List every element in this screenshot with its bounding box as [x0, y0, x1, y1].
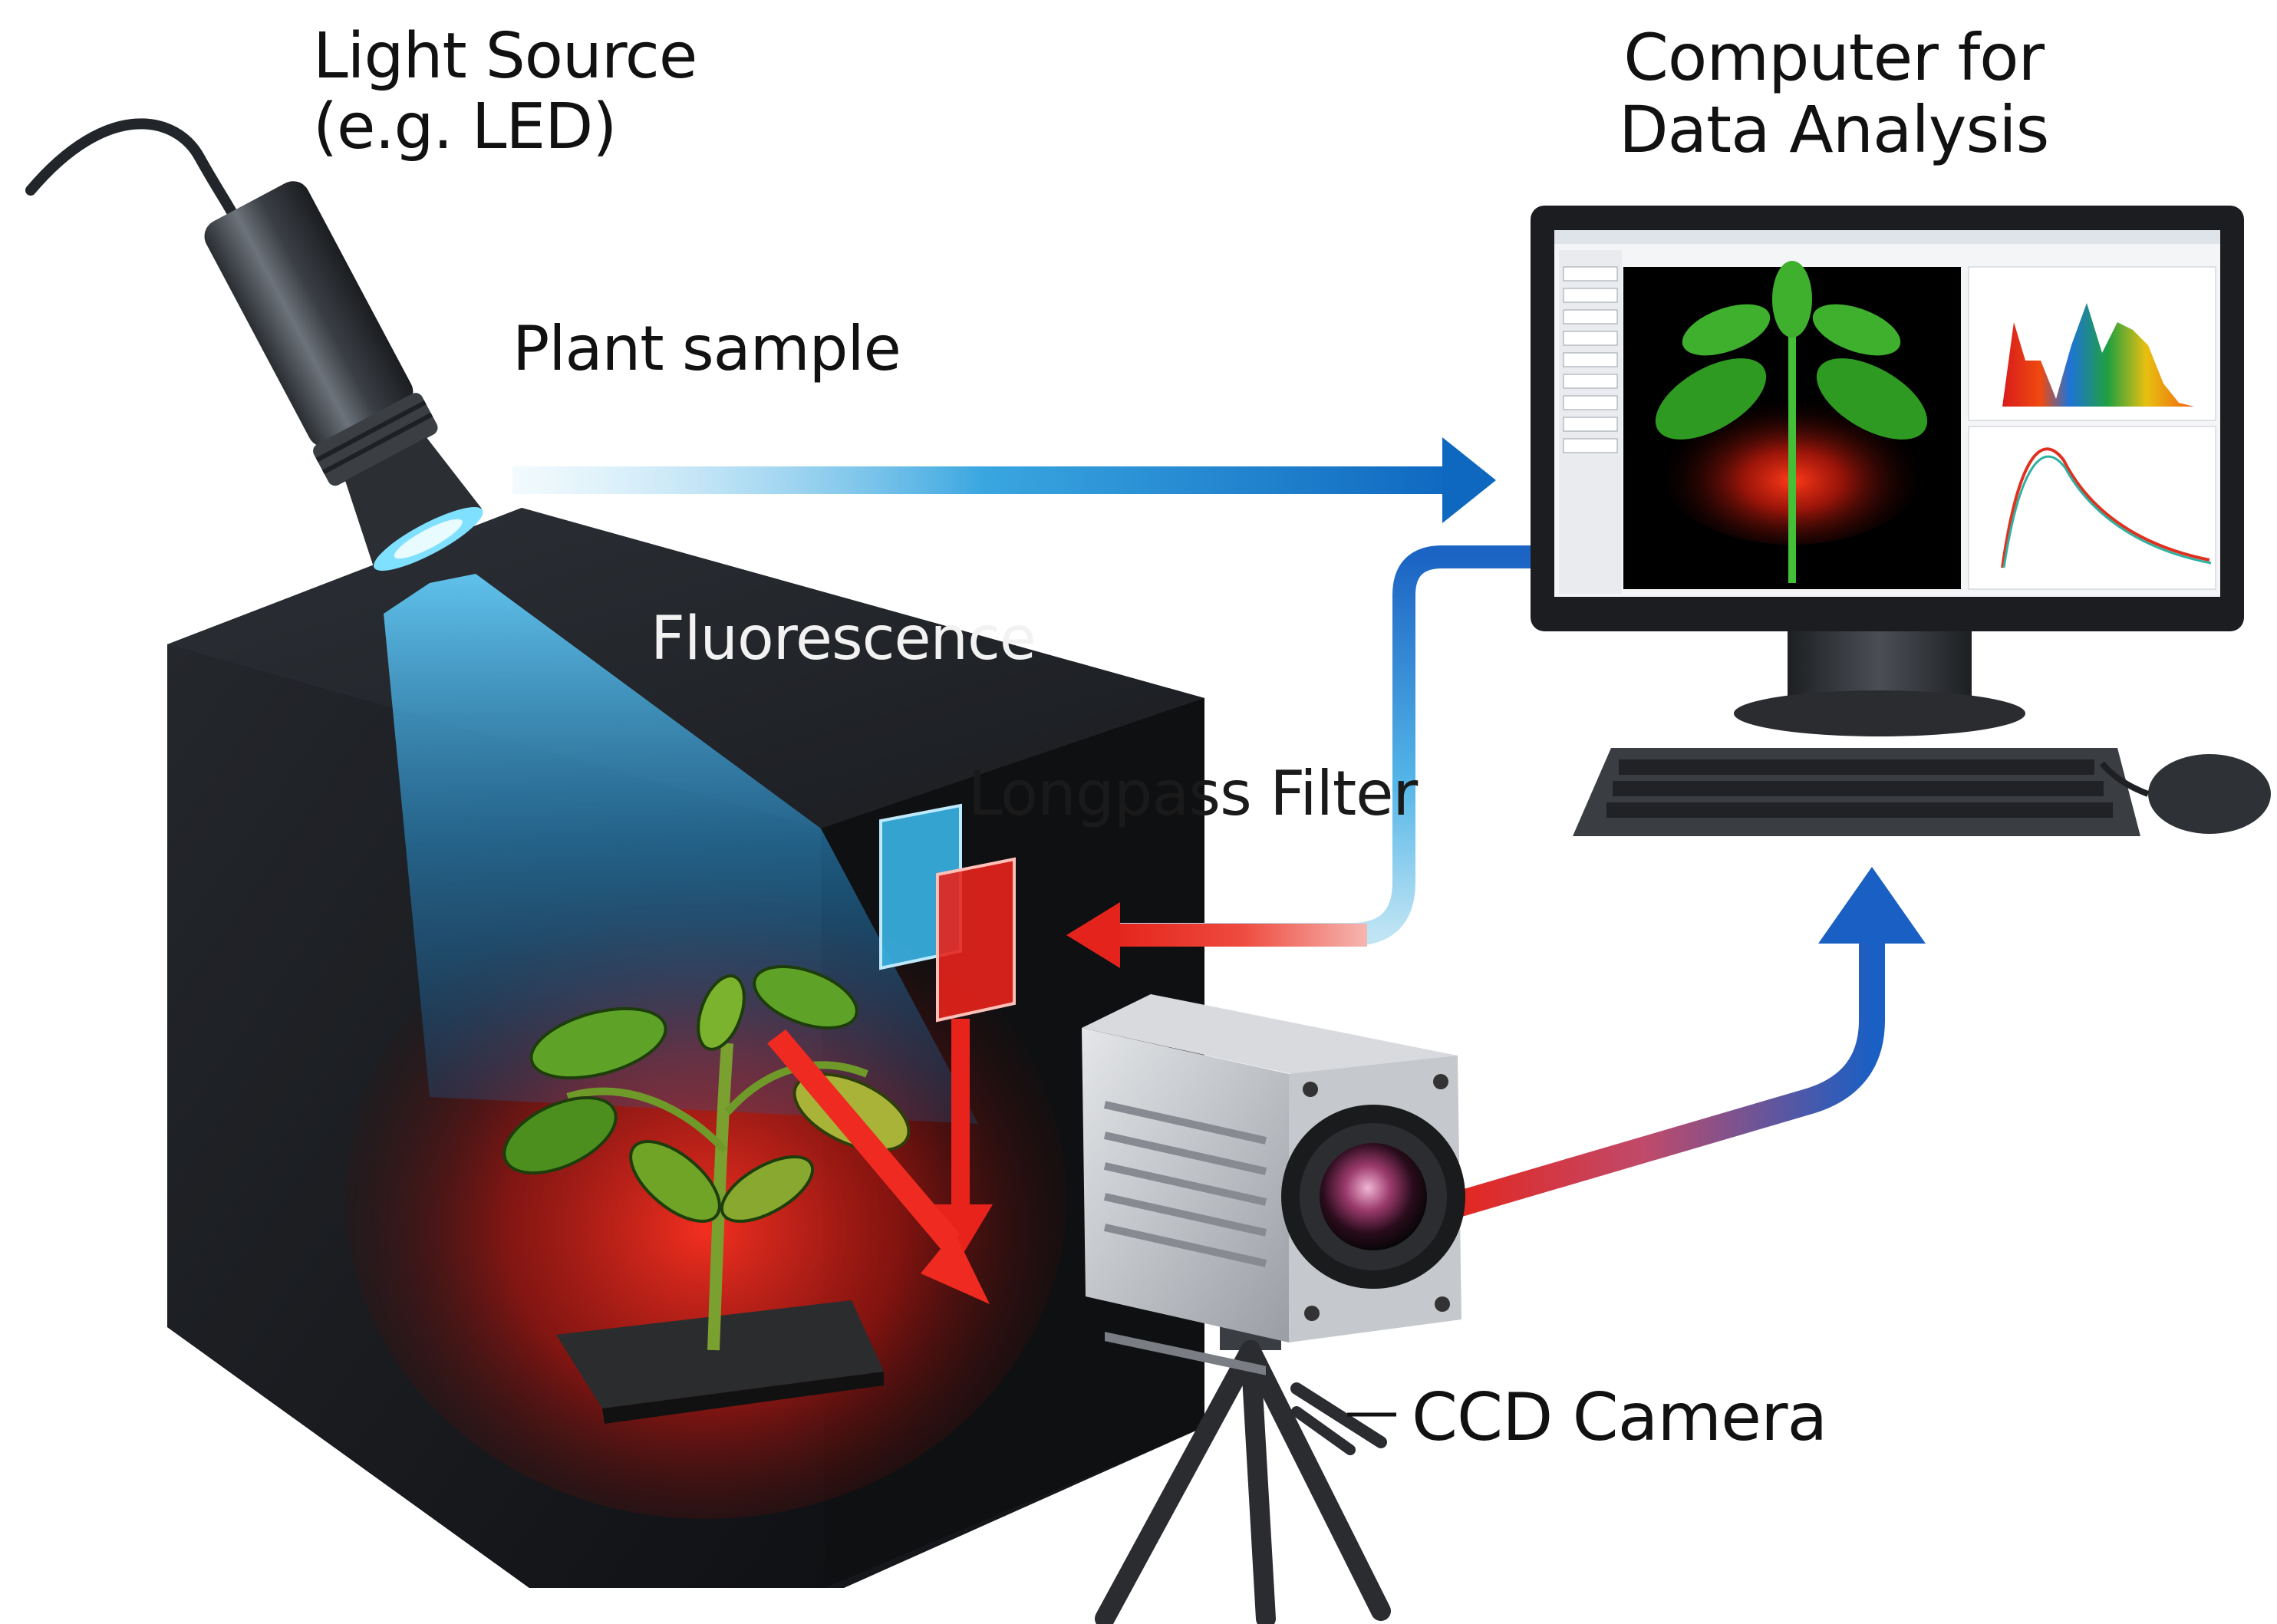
ccd-camera-label: CCD Camera [1412, 1379, 1827, 1456]
computer-to-filter-signal [1066, 545, 1531, 968]
plant-to-computer-arrow [512, 437, 1496, 523]
plant-sample-label: Plant sample [512, 313, 901, 384]
longpass-filter [879, 803, 1016, 1023]
keyboard-icon [1573, 748, 2140, 836]
monitor-icon [1531, 206, 2244, 736]
computer-label-line2: Data Analysis [1619, 92, 2049, 168]
fluorescence-label: Fluorescence [651, 604, 1036, 674]
spectrum-chart-panel [1968, 266, 2216, 421]
longpass-filter-label: Longpass Filter [968, 758, 1418, 829]
light-source-label-line1: Light Source [313, 20, 697, 93]
app-sidebar [1559, 250, 1622, 594]
light-source-label: Light Source (e.g. LED) [313, 21, 697, 163]
decay-curve-panel [1968, 426, 2216, 590]
fluorescence-rays [767, 1019, 993, 1304]
mouse-icon [2099, 754, 2271, 834]
light-source-label-line2: (e.g. LED) [313, 90, 617, 163]
computer-label-line1: Computer for [1623, 20, 2045, 95]
led-cable [25, 118, 245, 232]
camera-to-computer-signal [1454, 867, 1926, 1217]
computer-label: Computer for Data Analysis [1619, 20, 2049, 168]
ccd-camera-icon [1082, 994, 1465, 1375]
fluorescence-image-panel [1623, 261, 1961, 589]
led-lamp-icon [204, 181, 483, 572]
